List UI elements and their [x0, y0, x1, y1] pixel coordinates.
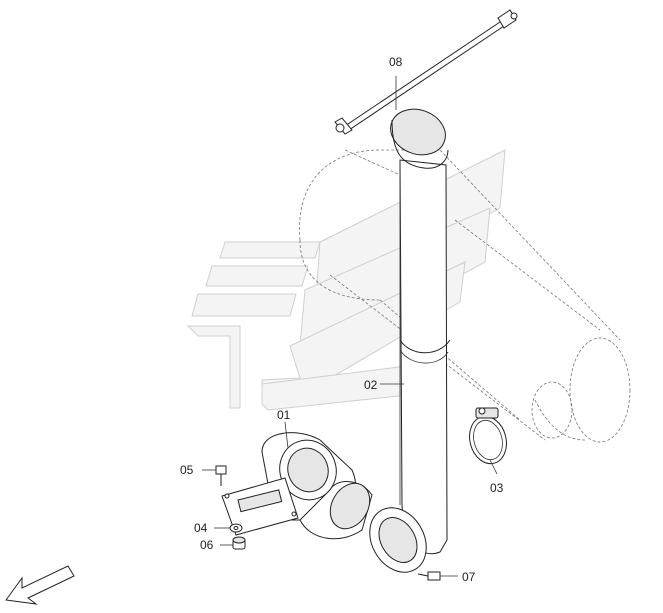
callout-02: 02 — [364, 378, 378, 392]
hose-clamp — [469, 407, 507, 465]
callout-03: 03 — [490, 481, 504, 495]
callout-08: 08 — [389, 55, 403, 69]
support-rod — [334, 9, 518, 135]
leader-lines — [202, 76, 498, 577]
callout-07: 07 — [462, 570, 476, 584]
arrow-down-left-icon — [5, 565, 75, 605]
exhaust-stack-pipe — [390, 108, 451, 555]
callout-06: 06 — [200, 538, 214, 552]
chevron-logo-watermark — [186, 149, 506, 411]
stack-flange — [369, 507, 427, 573]
elbow-pipe — [221, 432, 373, 540]
callout-05: 05 — [180, 463, 194, 477]
callout-04: 04 — [194, 521, 208, 535]
callout-01: 01 — [277, 408, 291, 422]
fasteners — [215, 465, 441, 581]
